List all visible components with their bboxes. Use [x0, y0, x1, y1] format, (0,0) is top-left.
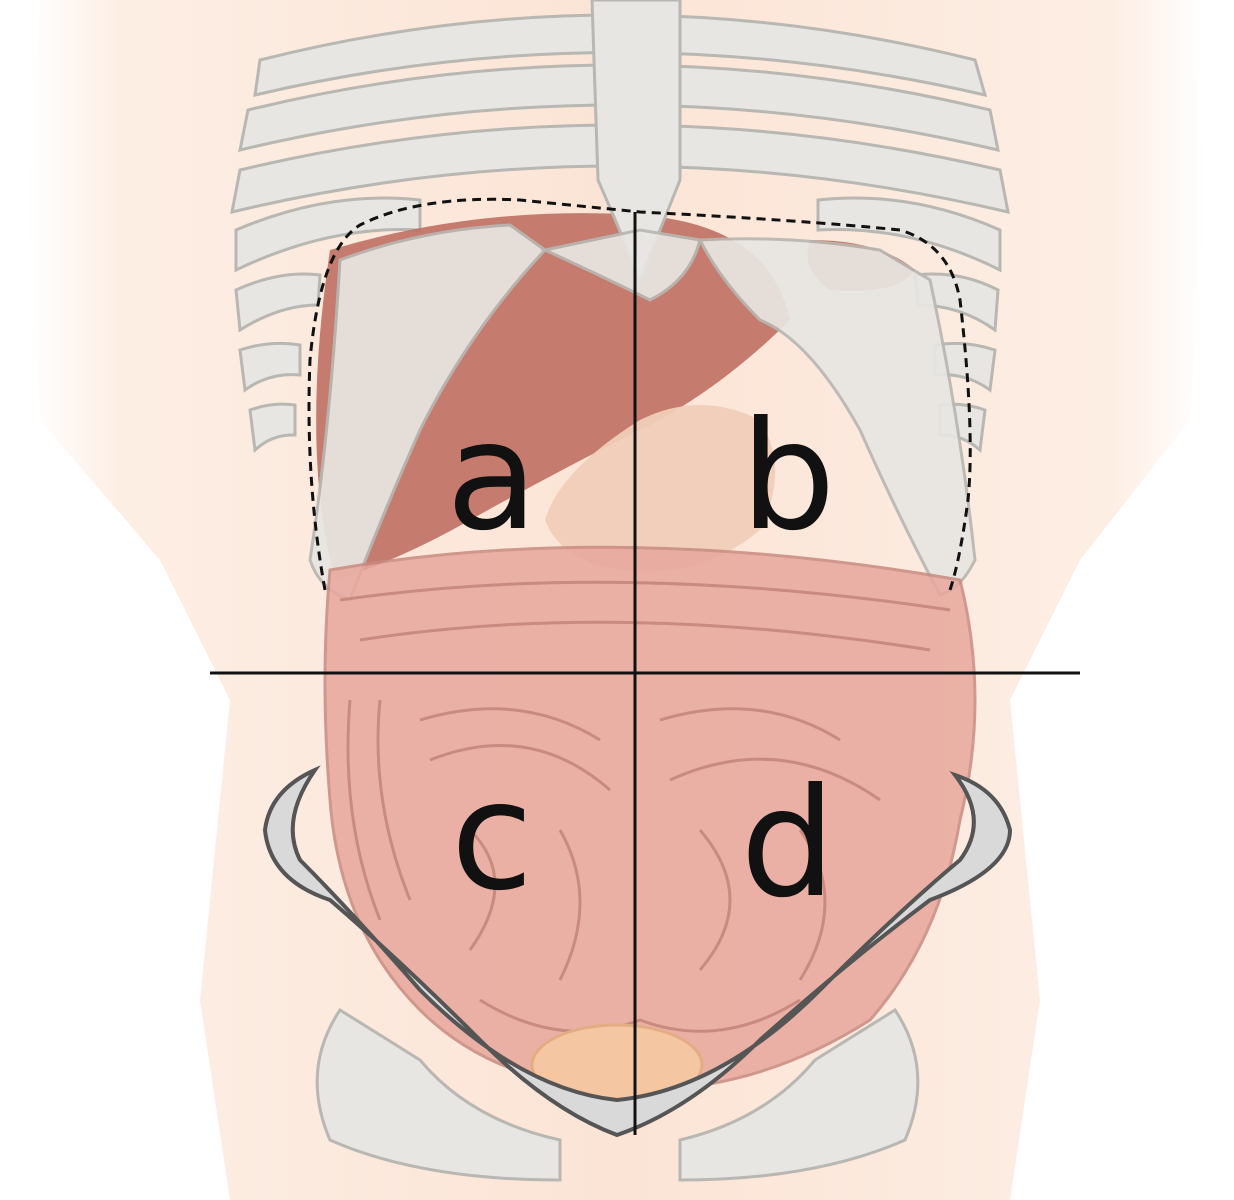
- dashed-region-outline: [307, 197, 972, 591]
- quadrant-label-b: b: [740, 390, 835, 564]
- quadrant-label-a: a: [446, 390, 538, 564]
- quadrant-label-c: c: [451, 750, 533, 924]
- stomach: [545, 405, 775, 572]
- intestines: [323, 545, 977, 1092]
- pelvis: [262, 765, 1013, 1182]
- quadrant-label-d: d: [740, 757, 835, 931]
- costal-cartilage: [308, 223, 977, 602]
